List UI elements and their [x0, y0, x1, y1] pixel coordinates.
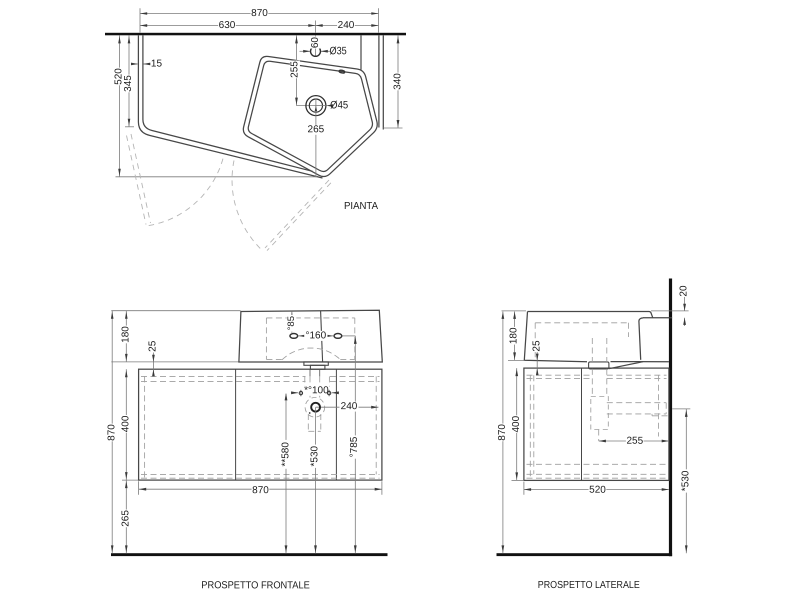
svg-text:PROSPETTO LATERALE: PROSPETTO LATERALE — [538, 580, 640, 591]
svg-text:20: 20 — [679, 285, 690, 297]
svg-text:520: 520 — [113, 68, 124, 85]
svg-text:°785: °785 — [349, 436, 360, 457]
svg-text:PROSPETTO FRONTALE: PROSPETTO FRONTALE — [201, 580, 310, 591]
svg-text:60: 60 — [310, 37, 321, 49]
svg-text:180: 180 — [509, 327, 520, 344]
svg-text:180: 180 — [120, 326, 131, 343]
svg-text:630: 630 — [219, 20, 236, 31]
svg-text:Ø45: Ø45 — [330, 99, 348, 111]
svg-text:25: 25 — [148, 340, 159, 352]
svg-text:870: 870 — [497, 424, 508, 441]
svg-text:*530: *530 — [310, 445, 321, 466]
svg-text:Ø35: Ø35 — [329, 45, 346, 57]
svg-text:25: 25 — [531, 340, 542, 352]
svg-text:*°100: *°100 — [304, 385, 329, 396]
svg-text:**580: **580 — [281, 442, 292, 467]
svg-text:°160: °160 — [305, 330, 326, 341]
svg-text:265: 265 — [120, 510, 131, 527]
svg-text:PIANTA: PIANTA — [344, 201, 378, 212]
svg-text:240: 240 — [338, 20, 355, 31]
svg-text:400: 400 — [120, 415, 131, 432]
svg-text:520: 520 — [589, 485, 606, 496]
svg-text:870: 870 — [251, 8, 268, 19]
svg-text:870: 870 — [106, 424, 117, 441]
svg-text:*530: *530 — [680, 470, 691, 491]
svg-text:255: 255 — [626, 436, 643, 447]
svg-text:345: 345 — [123, 75, 134, 92]
svg-text:870: 870 — [252, 485, 269, 496]
svg-text:15: 15 — [151, 58, 163, 69]
svg-text:240: 240 — [341, 401, 358, 412]
svg-text:255: 255 — [289, 61, 300, 78]
svg-text:340: 340 — [392, 73, 403, 90]
svg-text:400: 400 — [511, 415, 522, 432]
svg-text:°85: °85 — [286, 316, 297, 330]
svg-text:265: 265 — [308, 124, 325, 135]
